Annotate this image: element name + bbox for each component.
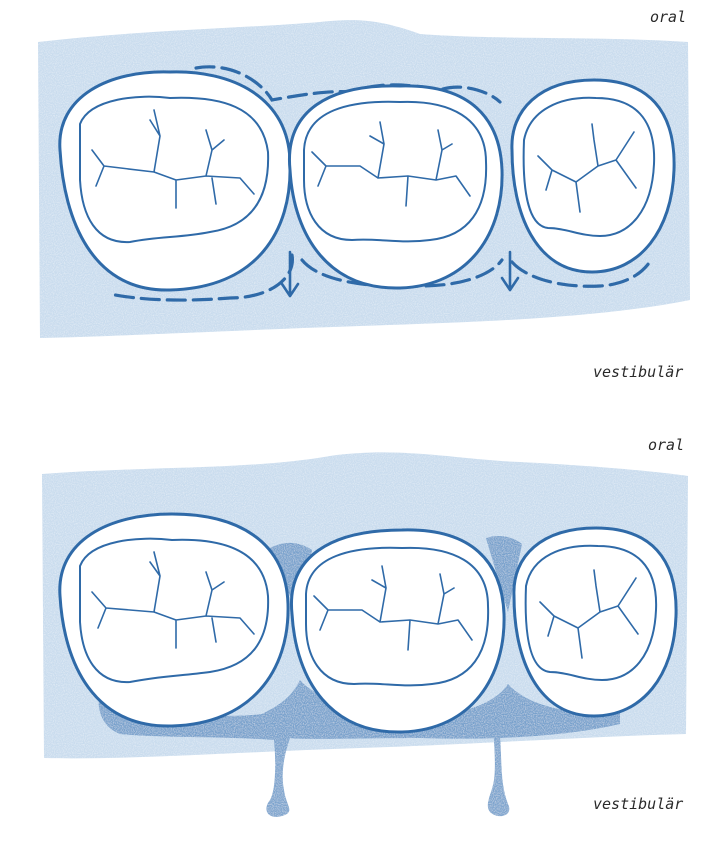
top-tooth-1 — [60, 72, 290, 290]
top-vestibular-label: vestibulär — [593, 363, 683, 381]
bottom-tooth-1 — [60, 514, 288, 726]
top-oral-label: oral — [650, 8, 686, 26]
bottom-oral-label: oral — [648, 436, 684, 454]
bottom-panel — [42, 452, 688, 816]
top-panel — [38, 20, 690, 338]
bottom-tooth-2 — [291, 530, 504, 732]
top-tooth-2 — [289, 86, 502, 288]
bottom-tooth-3 — [514, 528, 676, 716]
bottom-vestibular-label: vestibulär — [593, 795, 683, 813]
top-tooth-3 — [512, 80, 674, 272]
